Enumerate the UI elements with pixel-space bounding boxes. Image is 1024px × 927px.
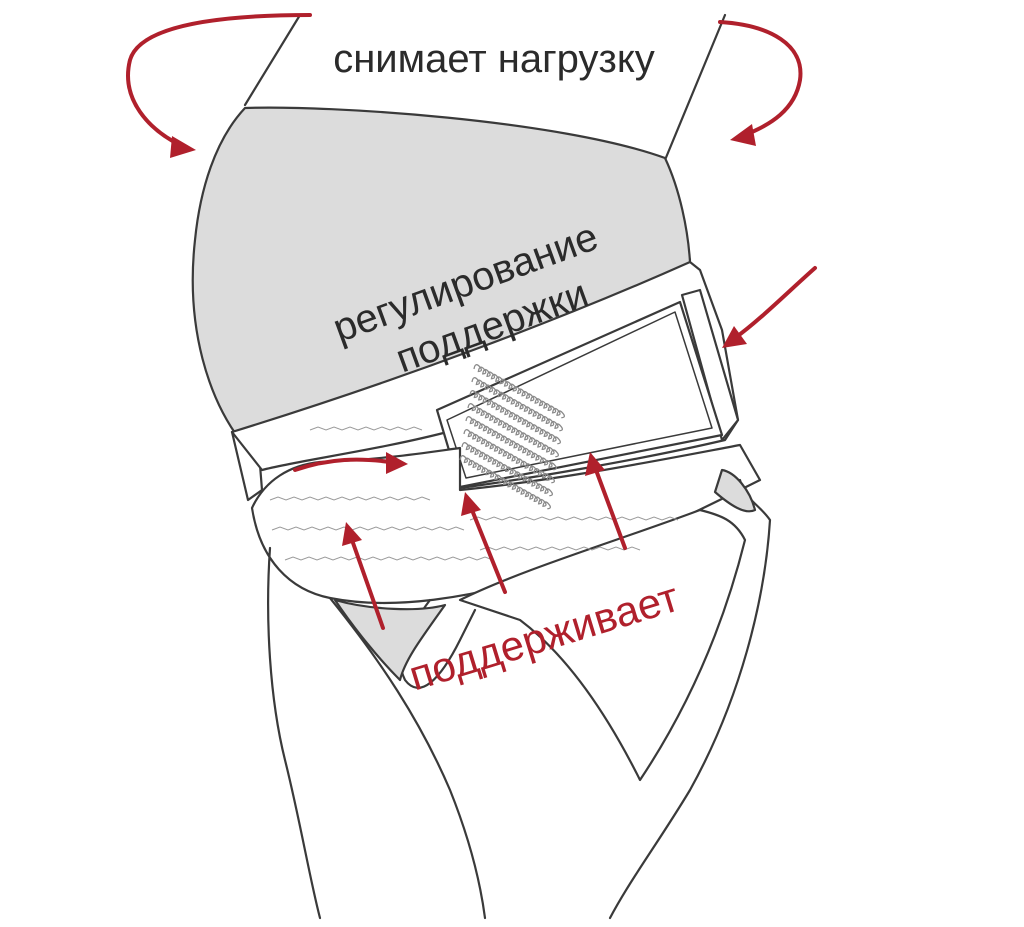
- belt-texture: [269, 426, 679, 561]
- velcro-loop-row: [473, 364, 565, 419]
- arrow-curve-belt: [293, 452, 408, 474]
- arrow-up-3: [585, 452, 627, 550]
- leg-front-panel: [458, 508, 747, 782]
- velcro-loop-row: [461, 442, 553, 497]
- arrow-top-left: [126, 13, 312, 158]
- arrow-top-right: [718, 20, 803, 146]
- leg-right-grey: [713, 468, 757, 513]
- leg-left: [267, 546, 322, 920]
- arrow-up-2: [461, 492, 507, 594]
- velcro-loop-row: [471, 377, 563, 432]
- velcro-loop-row: [465, 416, 557, 471]
- velcro-loop-row: [463, 429, 555, 484]
- arrow-side-right: [722, 266, 817, 348]
- leg-shading: [333, 598, 447, 682]
- leg-inner-line: [328, 596, 487, 920]
- arrow-up-1: [342, 522, 385, 630]
- velcro-loop-row: [467, 403, 559, 458]
- velcro-loop-row: [469, 390, 561, 445]
- velcro-loop-row: [459, 455, 551, 510]
- velcro-texture: [459, 364, 565, 510]
- leg-right-outer: [608, 478, 772, 920]
- label-relieves-load: снимает нагрузку: [333, 37, 655, 81]
